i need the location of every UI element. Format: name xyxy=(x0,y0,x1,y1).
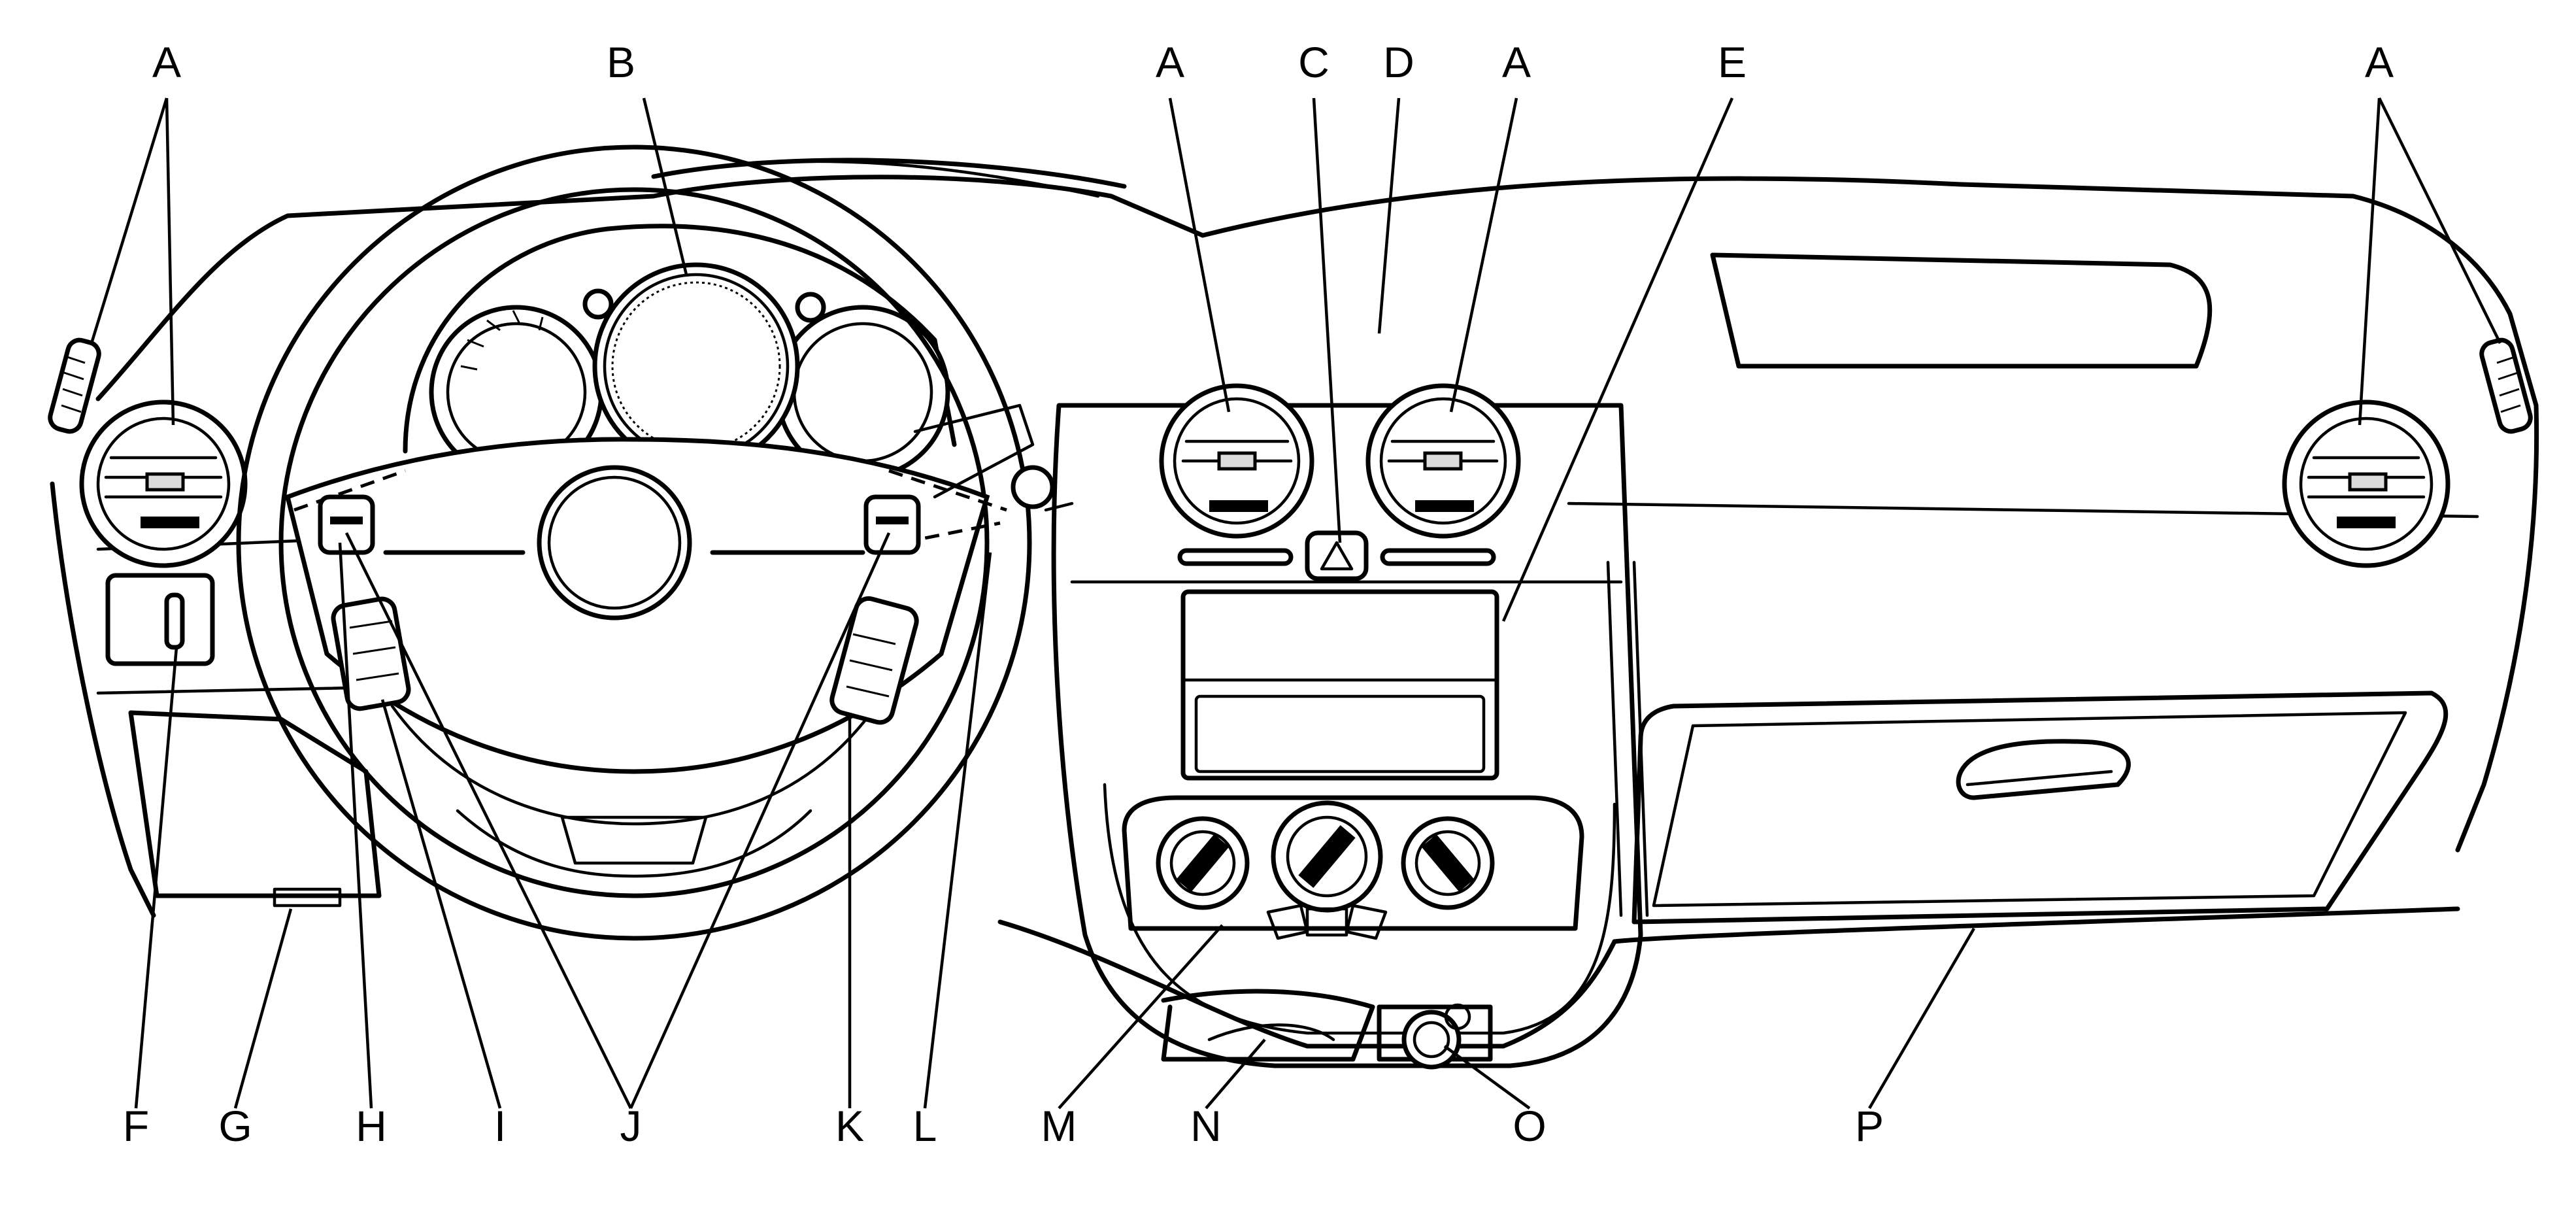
callout-a-center-left: A xyxy=(1156,38,1184,86)
callout-p: P xyxy=(1855,1102,1884,1150)
callout-m: M xyxy=(1041,1102,1077,1150)
audio-steering-controls xyxy=(331,596,411,711)
callout-j: J xyxy=(620,1102,642,1150)
voice-steering-controls xyxy=(829,596,919,725)
callout-n: N xyxy=(1190,1102,1222,1150)
instrument-cluster xyxy=(403,224,957,480)
callout-a-right: A xyxy=(2365,38,2394,86)
callout-o: O xyxy=(1513,1102,1546,1150)
steering-wheel xyxy=(236,144,1032,941)
storage-tray xyxy=(1161,989,1375,1062)
center-vent-right xyxy=(1365,383,1521,539)
right-side-vent-slot xyxy=(2479,337,2533,434)
callout-e: E xyxy=(1718,38,1747,86)
callout-d: D xyxy=(1383,38,1414,86)
audio-system xyxy=(1180,589,1499,781)
hazard-warning-button xyxy=(1177,530,1496,581)
headlamp-switch-panel xyxy=(105,573,215,666)
cruise-horn-buttons xyxy=(318,494,921,555)
callout-g: G xyxy=(218,1102,252,1150)
callout-i: I xyxy=(494,1102,506,1150)
callout-l: L xyxy=(913,1102,937,1150)
callout-a-left: A xyxy=(152,38,181,86)
callout-b: B xyxy=(607,38,635,86)
left-round-vent xyxy=(79,400,248,568)
climate-control-panel xyxy=(1122,795,1584,940)
callout-f: F xyxy=(123,1102,149,1150)
lower-left-panel xyxy=(128,710,382,908)
callout-k: K xyxy=(835,1102,864,1150)
turn-signal-lever xyxy=(913,403,1055,509)
passenger-vent xyxy=(2282,400,2451,568)
callout-h: H xyxy=(356,1102,387,1150)
center-vent-left xyxy=(1159,383,1314,539)
callout-a-center-right: A xyxy=(1502,38,1531,86)
center-stack xyxy=(1051,403,1643,1068)
accessory-power-outlet xyxy=(1377,1003,1493,1070)
callout-c: C xyxy=(1298,38,1330,86)
glove-box xyxy=(1631,690,2449,925)
left-side-vent-slot xyxy=(48,337,101,434)
leader-lines xyxy=(90,97,2502,1110)
callout-labels: A B A C D A E A F G H I J K L M N O P xyxy=(123,38,2394,1150)
